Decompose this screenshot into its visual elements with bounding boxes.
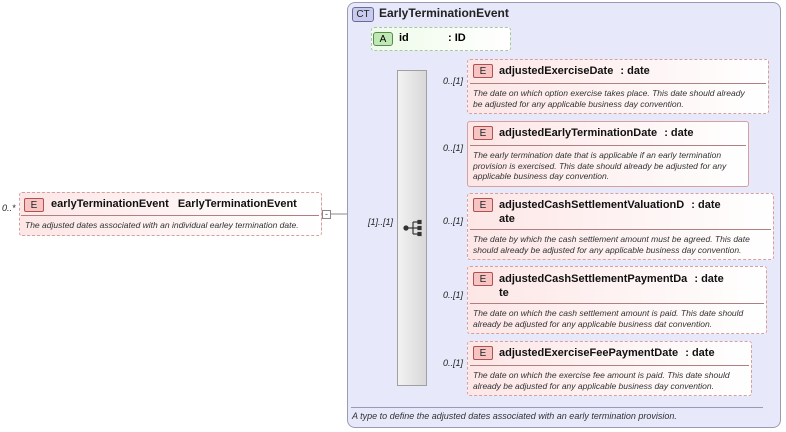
attribute-name: id (399, 32, 409, 44)
root-description: The adjusted dates associated with an in… (25, 220, 299, 230)
element-name-text: adjustedEarlyTerminationDate (499, 127, 658, 139)
element-type: : date (691, 199, 721, 211)
element-description: The date on which the cash settlement am… (473, 308, 743, 329)
element-separator (470, 83, 766, 84)
element-description: The date by which the cash settlement am… (473, 234, 750, 255)
sequence-cardinality: [1]..[1] (368, 217, 394, 227)
element-separator (470, 365, 749, 366)
element-name: adjustedExerciseDate : date (499, 64, 650, 78)
description-line: applicable business day convention. (473, 171, 610, 181)
element-name-text: adjustedCashSettlementPaymentDa (499, 273, 688, 285)
element-type: : date (664, 127, 694, 139)
root-name: earlyTerminationEvent (51, 198, 169, 210)
root-separator (21, 215, 319, 216)
element-separator (470, 303, 764, 304)
element-box-adjusted-cash-settlement-payment-date[interactable] (467, 266, 767, 334)
element-badge: E (473, 346, 493, 360)
element-description: The date on which the exercise fee amoun… (473, 370, 730, 391)
element-name-text: adjustedExerciseFeePaymentDate (499, 347, 679, 359)
element-cardinality: 0..[1] (443, 216, 464, 226)
element-name-continuation: ate (499, 213, 515, 225)
element-badge: E (473, 198, 493, 212)
element-cardinality: 0..[1] (443, 290, 464, 300)
element-box-adjusted-early-termination-date[interactable] (467, 121, 749, 187)
element-name-text: adjustedCashSettlementValuationD (499, 199, 685, 211)
description-line: already be adjusted for any applicable b… (473, 318, 713, 329)
element-separator (470, 229, 771, 230)
element-separator (470, 145, 746, 146)
root-cardinality: 0..* (2, 203, 16, 213)
element-type: : date (685, 347, 715, 359)
element-name: adjustedCashSettlementValuationD : date … (499, 198, 721, 226)
attribute-type: : ID (448, 32, 466, 44)
complex-type-divider (351, 407, 763, 408)
element-name-continuation: te (499, 287, 509, 299)
complex-type-name: EarlyTerminationEvent (379, 6, 509, 20)
description-line: The date on which the exercise fee amoun… (473, 370, 730, 380)
element-name: adjustedEarlyTerminationDate : date (499, 126, 694, 140)
root-element-box[interactable] (19, 192, 322, 236)
element-description: The early termination date that is appli… (473, 150, 726, 182)
complex-type-badge: CT (352, 7, 374, 22)
description-line: should already be adjusted for any appli… (473, 244, 742, 255)
sequence-icon (403, 219, 422, 237)
element-badge: E (473, 272, 493, 286)
element-badge: E (24, 198, 44, 212)
description-line: The date on which option exercise takes … (473, 88, 745, 98)
element-cardinality: 0..[1] (443, 143, 464, 153)
element-description: The date on which option exercise takes … (473, 88, 745, 109)
description-line: already be adjusted for any applicable b… (473, 380, 714, 391)
element-name: adjustedCashSettlementPaymentDa : date t… (499, 272, 724, 300)
collapse-toggle[interactable]: - (322, 210, 331, 219)
element-type: : date (620, 65, 650, 77)
element-cardinality: 0..[1] (443, 76, 464, 86)
description-line: The early termination date that is appli… (473, 150, 722, 160)
description-line: provision is exercised. This date should… (473, 160, 727, 171)
element-name: adjustedExerciseFeePaymentDate : date (499, 346, 715, 360)
attribute-box[interactable] (371, 27, 511, 51)
element-type: : date (694, 273, 724, 285)
attribute-badge: A (373, 32, 393, 46)
element-name-text: adjustedExerciseDate (499, 65, 614, 77)
element-badge: E (473, 64, 493, 78)
element-box-adjusted-cash-settlement-valuation-date[interactable] (467, 193, 774, 260)
description-line: The date on which the cash settlement am… (473, 308, 744, 318)
root-type: EarlyTerminationEvent (177, 198, 297, 210)
element-box-adjusted-exercise-fee-payment-date[interactable] (467, 341, 752, 396)
element-cardinality: 0..[1] (443, 358, 464, 368)
complex-type-description: A type to define the adjusted dates asso… (352, 411, 677, 421)
description-line: be adjusted for any applicable business … (473, 98, 684, 109)
description-line: The date by which the cash settlement am… (473, 234, 750, 244)
element-box-adjusted-exercise-date[interactable] (467, 59, 769, 114)
root-element-name: earlyTerminationEvent EarlyTerminationEv… (51, 197, 297, 211)
element-badge: E (473, 126, 493, 140)
